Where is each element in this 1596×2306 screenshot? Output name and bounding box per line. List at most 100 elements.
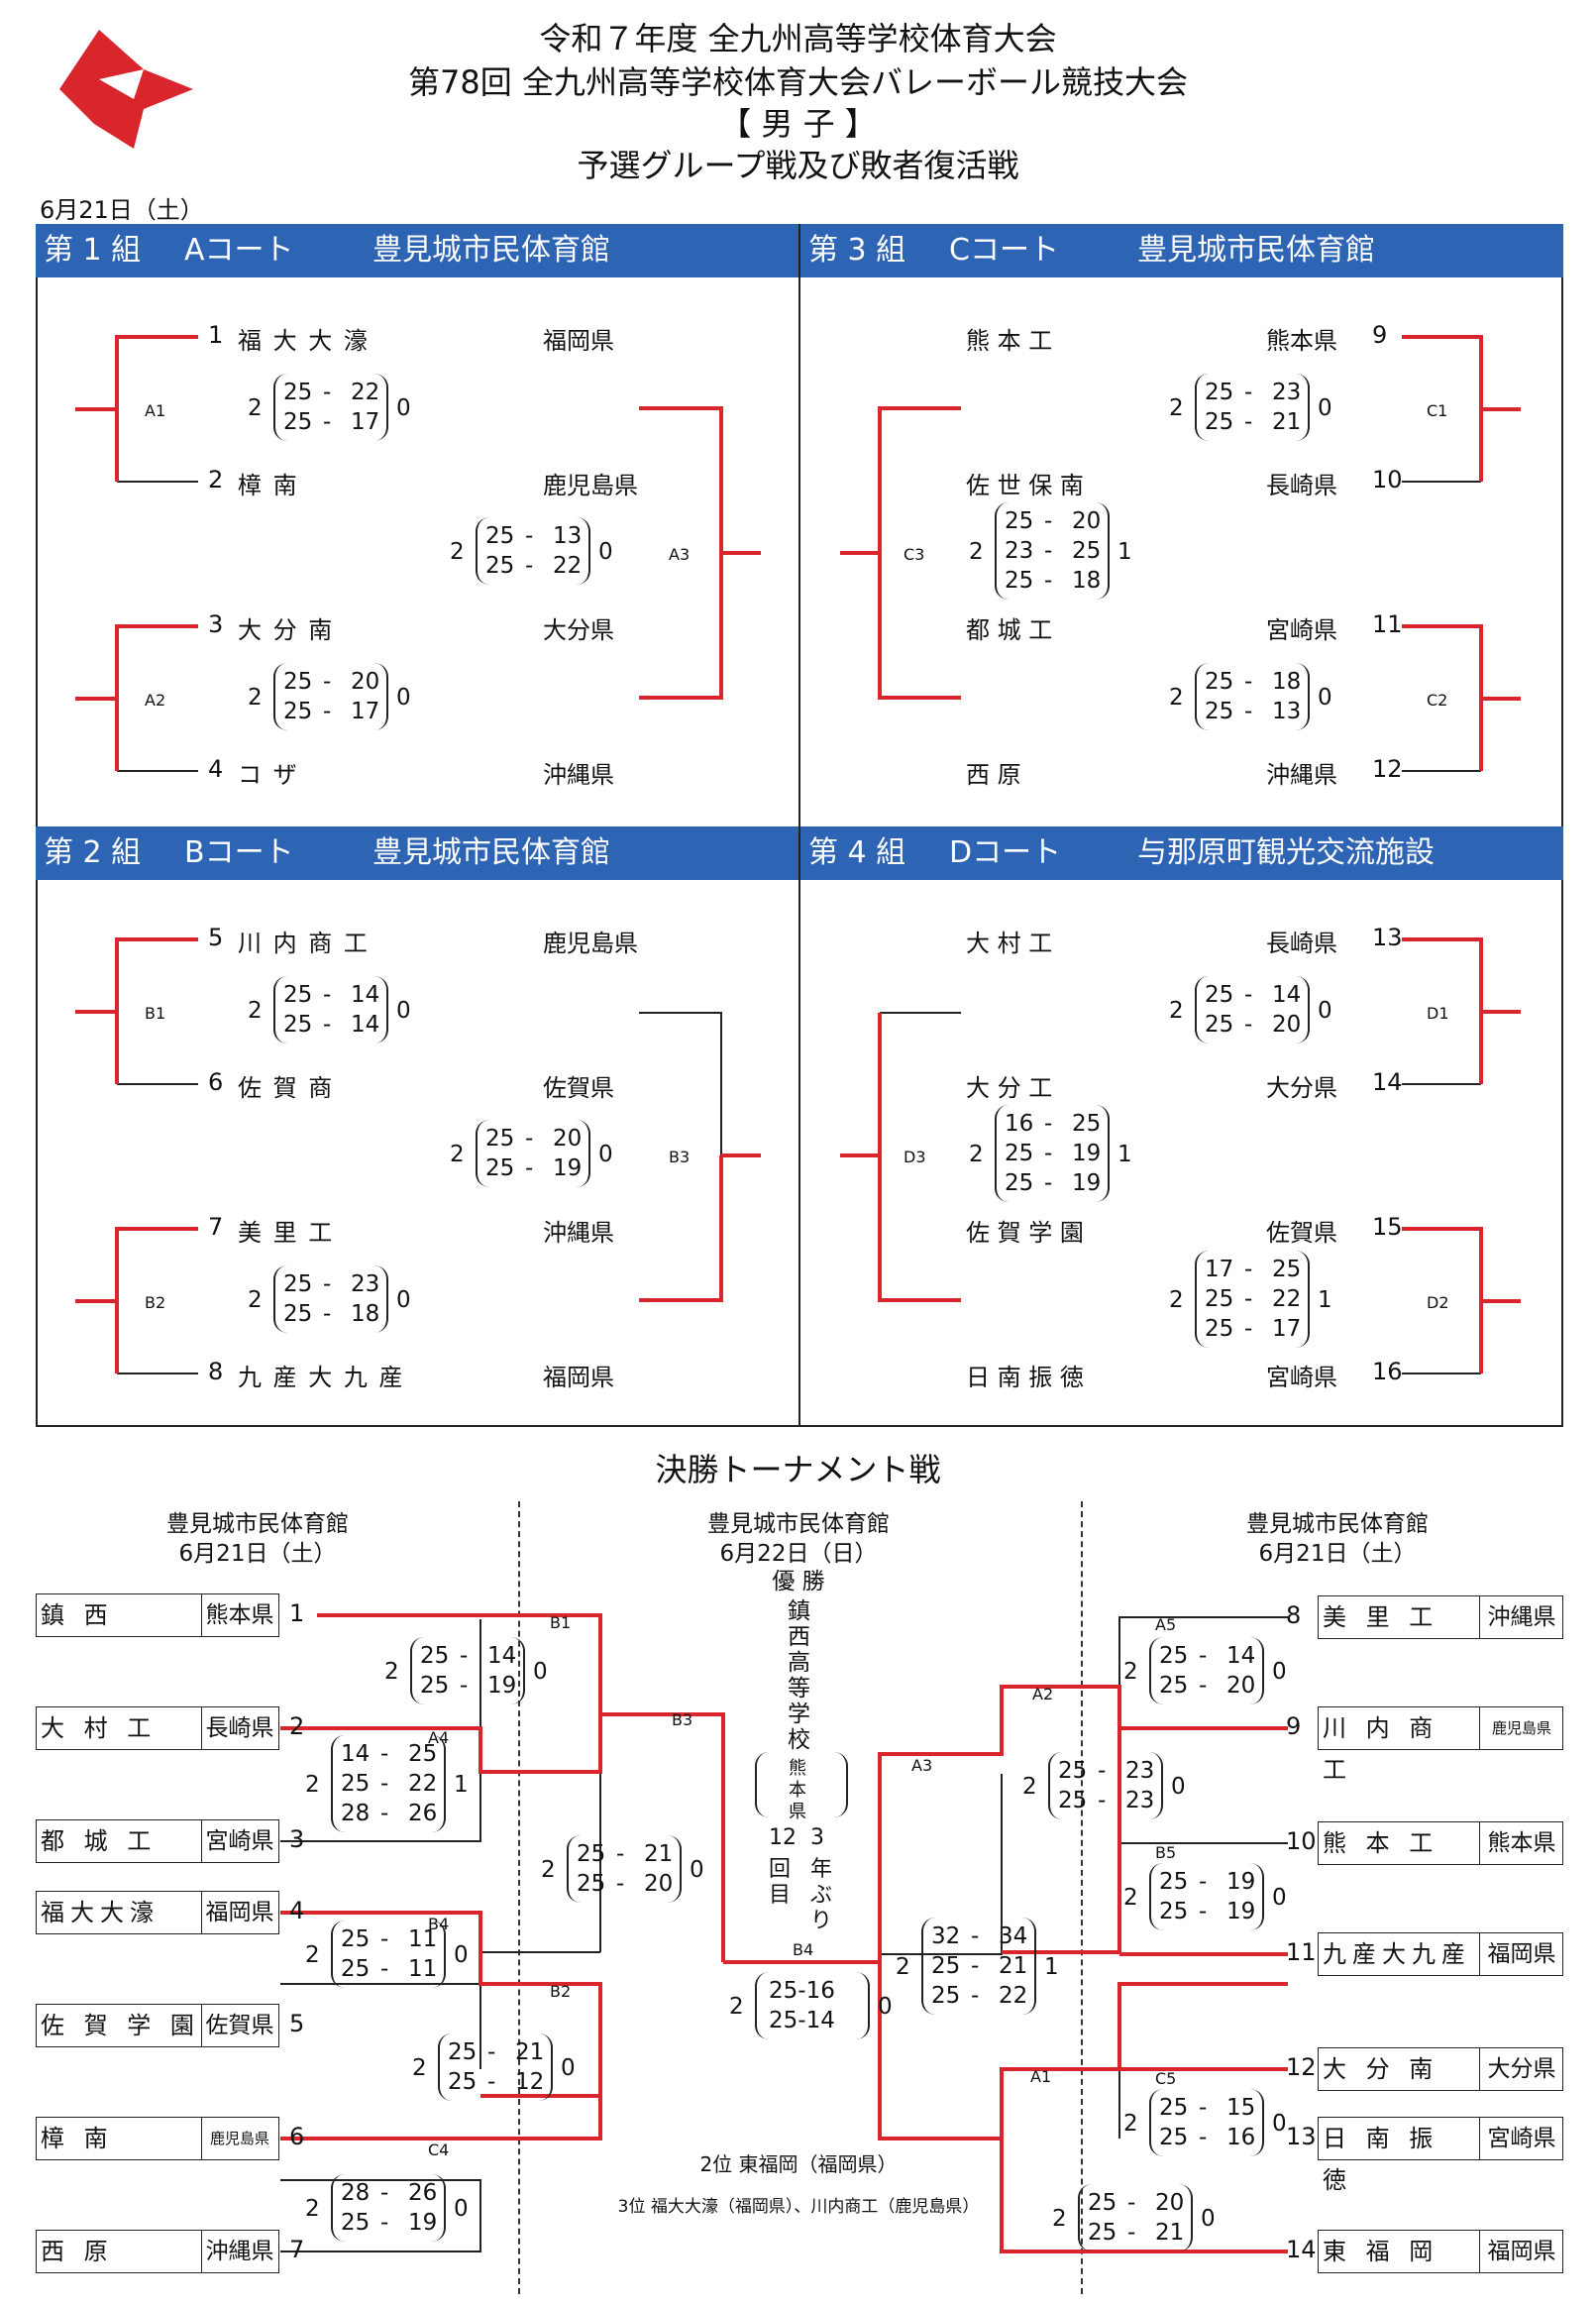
final-team-number: 10 [1286, 1827, 1317, 1855]
group-header-3: 第 3 組 Cコート 豊見城市民体育館 [800, 224, 1563, 277]
set-score-away: 23 [1272, 380, 1302, 405]
set-score-home: 25 [1005, 568, 1034, 594]
match-label: B4 [793, 1940, 814, 1959]
set-dash: - [460, 1673, 469, 1699]
set-dash: - [1244, 669, 1253, 695]
score-won: 2 [1022, 1774, 1037, 1800]
final-team-box: 日 南 振 徳宮崎県 [1318, 2117, 1563, 2194]
set-score-home: 25 [931, 1983, 961, 2009]
match-label: C1 [1427, 401, 1448, 420]
team-name: 福 大 大 濠 [238, 327, 370, 355]
team-number: 12 [1372, 755, 1403, 783]
group-title: 第 3 組 [808, 233, 906, 268]
score-lost: 0 [561, 2055, 576, 2081]
score-bracket [1149, 2089, 1264, 2156]
match-label: A2 [1032, 1685, 1054, 1703]
group-header-4: 第 4 組 Dコート 与那原町観光交流施設 [800, 826, 1563, 880]
set-score-away: 20 [553, 1126, 583, 1152]
set-score-away: 14 [1272, 982, 1302, 1008]
team-name: 西 原 [966, 761, 1021, 789]
set-score-away: 34 [999, 1923, 1028, 1949]
team-pref: 長崎県 [1266, 930, 1337, 957]
score-won: 2 [1123, 1659, 1138, 1685]
set-score-home: 25 [283, 1271, 313, 1297]
set-dash: - [323, 982, 332, 1008]
score-lost: 0 [533, 1659, 548, 1685]
group-venue: 豊見城市民体育館 [1137, 233, 1375, 268]
final-team-name: 樟 南 [41, 2125, 114, 2152]
final-team-box: 美 里 工沖縄県 [1318, 1595, 1563, 1639]
set-score-away: 13 [1272, 699, 1302, 724]
score-bracket [476, 517, 590, 585]
right-venue: 豊見城市民体育館 [1246, 1511, 1429, 1537]
set-score-home: 25 [1205, 982, 1234, 1008]
set-dash: - [1127, 2220, 1136, 2246]
group-header-1: 第 1 組 Aコート 豊見城市民体育館 [36, 224, 798, 277]
set-dash: - [460, 1643, 469, 1669]
final-team-pref: 熊本県 [201, 1594, 277, 1636]
score-bracket [1078, 2184, 1193, 2251]
score-bracket [921, 1918, 1036, 2015]
team-number: 15 [1372, 1213, 1403, 1241]
final-team-pref: 宮崎県 [201, 1820, 277, 1862]
set-score-home: 14 [341, 1741, 371, 1767]
set-score-away: 25 [1272, 1257, 1302, 1282]
score-won: 2 [969, 1142, 984, 1167]
score-bracket [567, 1835, 682, 1903]
set-score-home: 25 [1205, 1012, 1234, 1038]
team-number: 10 [1372, 466, 1403, 494]
champion-char: 校 [788, 1727, 810, 1753]
set-dash: - [1044, 1111, 1053, 1137]
team-number: 13 [1372, 924, 1403, 951]
team-name: 熊 本 工 [966, 327, 1053, 355]
set-score-away: 21 [1272, 409, 1302, 435]
score-lost: 1 [454, 1772, 469, 1798]
set-dash: - [971, 1953, 980, 1979]
team-number: 4 [208, 755, 224, 783]
final-team-box: 福大大濠福岡県 [36, 1891, 279, 1934]
set-score-home: 25 [283, 1301, 313, 1327]
group-title: 第 4 組 [808, 835, 906, 870]
match-label: B4 [428, 1915, 450, 1933]
set-dash: - [1244, 380, 1253, 405]
set-score-away: 15 [1226, 2095, 1256, 2121]
final-team-name: 大 分 南 [1323, 2055, 1439, 2083]
set-dash: - [323, 699, 332, 724]
set-score-away: 13 [553, 523, 583, 549]
final-team-number: 12 [1286, 2053, 1317, 2081]
set-score-home: 25 [485, 1126, 515, 1152]
score-lost: 1 [1318, 1287, 1332, 1313]
score-won: 2 [729, 1994, 744, 2020]
score-lost: 0 [1272, 1885, 1287, 1911]
set-score-home: 25 [448, 2069, 478, 2095]
set-score-home: 25 [1205, 380, 1234, 405]
final-team-number: 6 [289, 2123, 305, 2150]
match-label: C5 [1155, 2069, 1177, 2088]
team-pref: 宮崎県 [1266, 1364, 1337, 1391]
set-score-away: 19 [553, 1155, 583, 1181]
score-lost: 1 [1044, 1954, 1059, 1980]
set-score-home: 25 [1088, 2190, 1117, 2216]
score-lost: 1 [1117, 1142, 1132, 1167]
score-won: 2 [1123, 1885, 1138, 1911]
match-label: C2 [1427, 691, 1448, 710]
set-dash: - [525, 523, 534, 549]
match-label: A4 [428, 1728, 450, 1747]
set-dash: - [1199, 2095, 1208, 2121]
set-score-away: 25 [408, 1741, 438, 1767]
set-dash: - [525, 1126, 534, 1152]
set-dash: - [1098, 1788, 1107, 1813]
set-dash: - [1199, 1899, 1208, 1924]
final-team-number: 8 [1286, 1601, 1302, 1629]
team-number: 2 [208, 466, 224, 494]
team-pref: 沖縄県 [543, 761, 614, 789]
dashed-divider-right [1081, 1501, 1083, 2294]
final-team-number: 1 [289, 1599, 305, 1627]
final-team-pref: 沖縄県 [1479, 1596, 1563, 1638]
set-score-home: 25 [1159, 1673, 1189, 1699]
set-score-home: 25 [1159, 1899, 1189, 1924]
set-dash: - [380, 1926, 389, 1952]
set-dash: - [323, 669, 332, 695]
set-dash: - [1044, 568, 1053, 594]
set-score-away: 19 [1072, 1141, 1102, 1166]
